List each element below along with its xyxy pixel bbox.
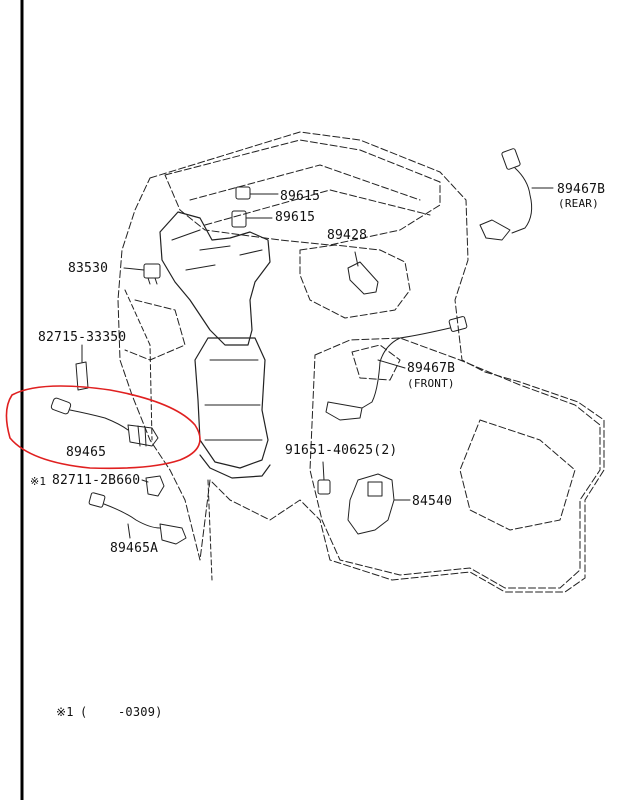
label-mark: ※1	[30, 475, 47, 488]
label-front: (FRONT)	[407, 377, 455, 390]
label-82711: 82711-2B660	[52, 473, 141, 488]
label-89467b-rear: 89467B	[557, 182, 606, 197]
label-89615-a: 89615	[280, 189, 321, 204]
bracket-82715	[75, 344, 89, 391]
footnote-range: -0309)	[118, 705, 163, 719]
switch-84540	[347, 473, 411, 535]
footnote-mark: ※1	[56, 705, 74, 719]
catalytic-converter	[194, 337, 269, 469]
sensor-89467b-rear	[479, 148, 554, 241]
transmission-outline	[309, 337, 601, 589]
sensor-89465	[50, 397, 159, 447]
label-89467b-front: 89467B	[407, 361, 456, 376]
highlight-circle	[5, 385, 201, 470]
label-91651: 91651-40625(2)	[285, 443, 398, 458]
label-83530: 83530	[68, 261, 109, 276]
label-84540: 84540	[412, 494, 453, 509]
label-89465a: 89465A	[110, 541, 159, 556]
sensor-89467b-front	[325, 316, 468, 421]
sensor-89615-upper	[235, 186, 279, 200]
label-89465: 89465	[66, 445, 107, 460]
sensor-83530	[123, 263, 161, 285]
bolt-91651	[317, 461, 331, 495]
sensor-89428	[347, 251, 379, 295]
clip-82711	[141, 475, 165, 497]
cylinder-head	[164, 139, 441, 246]
label-89615-b: 89615	[275, 210, 316, 225]
exhaust-manifold	[159, 211, 271, 346]
label-89428: 89428	[327, 228, 368, 243]
sensor-89465a	[88, 492, 187, 545]
engine-outline	[117, 131, 605, 593]
label-82715: 82715-33350	[38, 330, 127, 345]
sensor-89615-lower	[231, 210, 273, 228]
label-rear: (REAR)	[558, 197, 599, 210]
footnote-open: (	[80, 705, 88, 719]
